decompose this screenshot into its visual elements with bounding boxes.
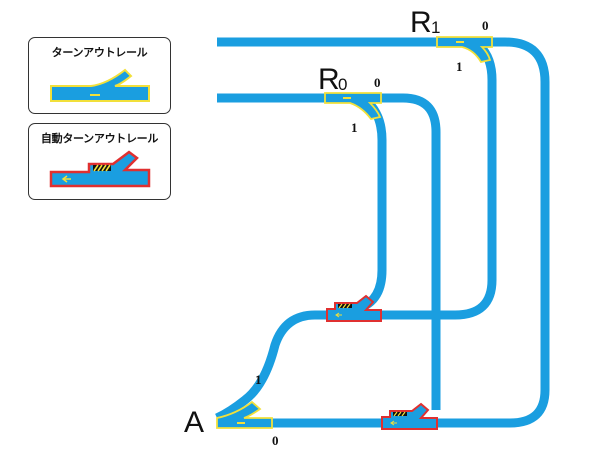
label-r0-0: 0 — [374, 75, 381, 90]
auto-turnout-rail-icon — [49, 150, 151, 188]
turnout-r1[interactable] — [436, 36, 493, 64]
label-a-1: 1 — [255, 372, 262, 387]
track-middle — [215, 310, 330, 423]
label-a-letter: A — [184, 406, 204, 439]
label-r0-letter: R — [318, 63, 340, 96]
auto-turnout-bottom[interactable] — [381, 402, 438, 430]
track-r0-straight — [217, 93, 441, 410]
turnout-r0[interactable] — [324, 92, 382, 121]
label-a-0: 0 — [272, 433, 279, 448]
turnout-a[interactable] — [216, 400, 273, 429]
label-r1-letter: R — [410, 6, 432, 39]
track-r0-diverge — [358, 98, 387, 313]
legend-auto-turnout: 自動ターンアウトレール — [28, 123, 171, 200]
track-r1-straight — [217, 37, 550, 428]
label-r1-1: 1 — [456, 59, 463, 74]
legend-auto-turnout-label: 自動ターンアウトレール — [40, 132, 159, 145]
label-r1-0: 0 — [482, 18, 489, 33]
hazard-stripes-icon — [93, 164, 111, 172]
legend-turnout: ターンアウトレール — [28, 37, 171, 114]
legend-turnout-label: ターンアウトレール — [51, 46, 148, 59]
label-r0-sub: 0 — [338, 75, 347, 94]
label-r1-sub: 1 — [431, 18, 440, 37]
auto-turnout-middle[interactable] — [326, 294, 382, 322]
turnout-rail-icon — [50, 68, 150, 102]
label-r0-1: 1 — [351, 120, 358, 135]
